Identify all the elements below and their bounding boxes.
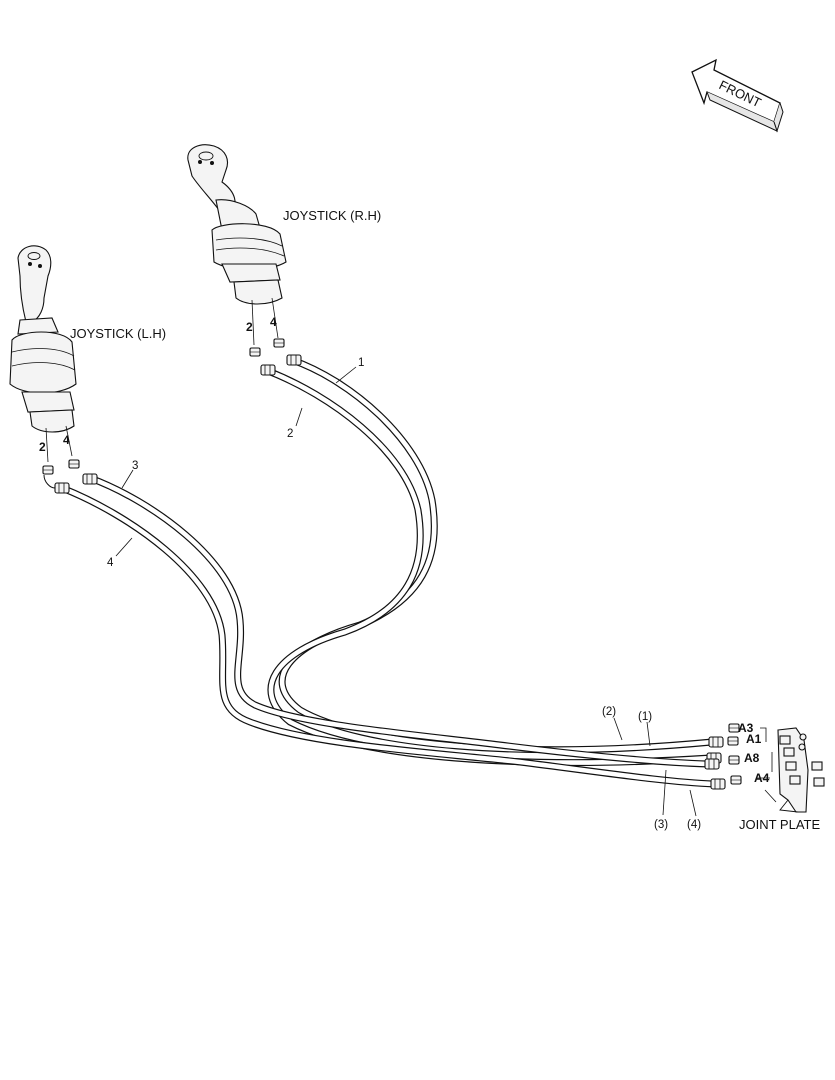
joint-port-a3: A3 bbox=[738, 721, 754, 735]
hose-ref-1: (1) bbox=[638, 711, 652, 723]
joint-plate: A3 A1 A8 A4 JOINT PLATE bbox=[704, 721, 825, 832]
joystick-rh: 2 4 JOYSTICK (R.H) bbox=[187, 144, 381, 376]
rh-port-2: 2 bbox=[246, 320, 253, 334]
hose-ref-3: (3) bbox=[654, 819, 668, 831]
hose-number-4: 4 bbox=[107, 557, 114, 569]
lh-port-2: 2 bbox=[39, 440, 46, 454]
hose-3 bbox=[86, 474, 712, 768]
joystick-rh-label: JOYSTICK (R.H) bbox=[283, 208, 381, 223]
joint-plate-label: JOINT PLATE bbox=[739, 817, 820, 832]
lh-port-4: 4 bbox=[63, 433, 70, 447]
rh-port-4: 4 bbox=[270, 315, 277, 329]
hose-ref-2: (2) bbox=[602, 706, 616, 718]
joint-port-a4: A4 bbox=[754, 771, 770, 785]
joint-fittings bbox=[704, 723, 825, 790]
hose-4 bbox=[58, 484, 718, 788]
joint-port-a1: A1 bbox=[746, 732, 762, 746]
joystick-lh: 2 4 JOYSTICK (L.H) bbox=[9, 245, 166, 494]
hose-ref-4: (4) bbox=[687, 819, 701, 831]
front-arrow: FRONT bbox=[691, 58, 784, 133]
hose-number-1: 1 bbox=[358, 357, 364, 369]
hose-number-2: 2 bbox=[287, 428, 293, 440]
joint-port-a8: A8 bbox=[744, 751, 760, 765]
joystick-lh-label: JOYSTICK (L.H) bbox=[70, 326, 166, 341]
callouts: 1 2 3 4 (2) (1) (3) (4) bbox=[107, 357, 701, 831]
hose-number-3: 3 bbox=[132, 460, 138, 472]
hose-2 bbox=[264, 367, 714, 766]
hoses bbox=[58, 356, 718, 788]
